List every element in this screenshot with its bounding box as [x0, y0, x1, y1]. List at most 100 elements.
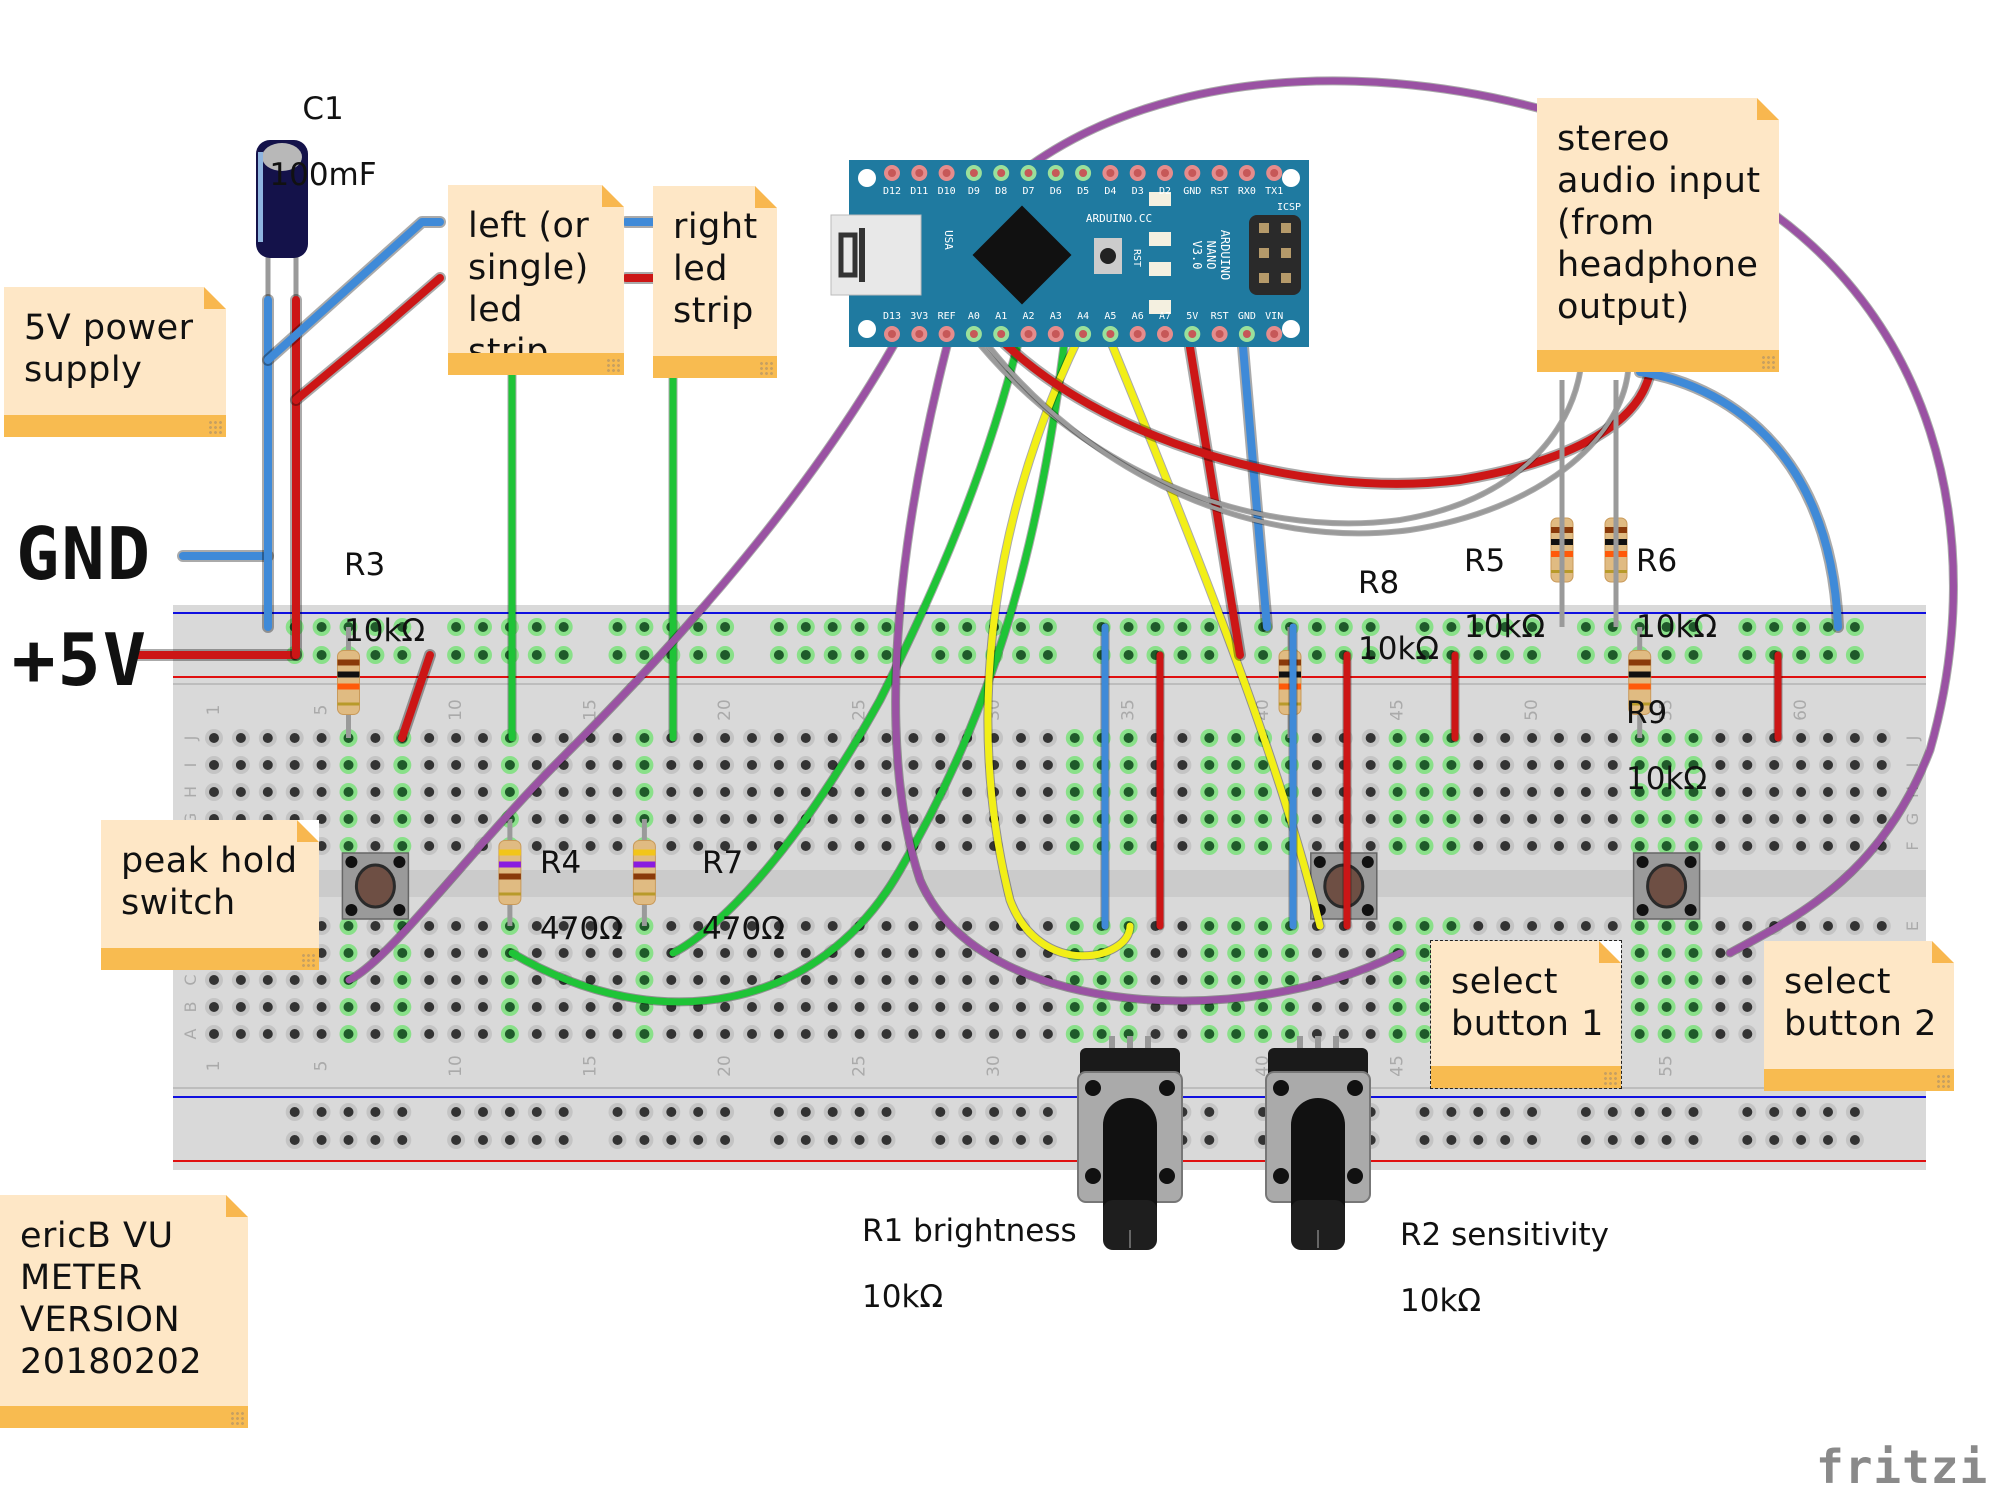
- hole: [1311, 760, 1322, 770]
- hole: [370, 841, 381, 851]
- resize-grip-icon[interactable]: [1936, 1074, 1950, 1088]
- hole: [1661, 622, 1672, 632]
- hole: [558, 1002, 569, 1012]
- hole: [1338, 1002, 1349, 1012]
- note-text: right led strip: [673, 207, 758, 331]
- r1-label: R1 brightness 10kΩ: [862, 1182, 1077, 1347]
- push-button-peak-hold[interactable]: [341, 852, 410, 920]
- note-peak-hold-switch[interactable]: peak hold switch: [101, 820, 319, 970]
- note-left-led-strip[interactable]: left (or single) led strip: [448, 185, 624, 375]
- r3-label: R3 10kΩ: [344, 516, 425, 681]
- hole: [1634, 1135, 1645, 1145]
- hole: [343, 1029, 354, 1039]
- arduino-gnd-wire[interactable]: [1236, 329, 1273, 633]
- hole: [989, 1029, 1000, 1039]
- hole: [1473, 1107, 1484, 1117]
- hole: [1769, 622, 1780, 632]
- hole: [639, 787, 650, 797]
- pin-label-d4: D4: [1104, 186, 1116, 197]
- push-button-select-2[interactable]: [1632, 852, 1701, 920]
- resistor-r9[interactable]: [1628, 627, 1652, 738]
- resize-grip-icon[interactable]: [606, 358, 620, 372]
- arduino-d7-wire[interactable]: [1019, 76, 1958, 958]
- resize-grip-icon[interactable]: [1603, 1071, 1617, 1085]
- resistor-r4[interactable]: [498, 819, 522, 926]
- hole: [1042, 650, 1053, 660]
- resize-grip-icon[interactable]: [759, 361, 773, 375]
- note-select-button-1[interactable]: select button 1: [1430, 940, 1622, 1089]
- hole: [720, 787, 731, 797]
- arduino-a0-wire-2[interactable]: [977, 332, 1631, 537]
- column-number-15: 15: [581, 1055, 601, 1077]
- hole: [639, 1135, 650, 1145]
- audio-gnd-wire[interactable]: [1634, 366, 1844, 633]
- note-stereo-audio-input[interactable]: stereo audio input (from headphone outpu…: [1537, 98, 1779, 372]
- hole: [585, 1029, 596, 1039]
- arduino-d8-wire[interactable]: [891, 165, 1405, 1006]
- potentiometer-r1-knob: [1103, 1200, 1157, 1250]
- arduino-d9-wire[interactable]: [344, 165, 977, 985]
- hole: [1661, 1107, 1672, 1117]
- column-number-25: 25: [850, 1055, 870, 1077]
- potentiometer-r1-screw-hole: [1085, 1080, 1101, 1096]
- hole: [1661, 1135, 1672, 1145]
- potentiometer-r1[interactable]: [1077, 1036, 1183, 1250]
- resistor-r3-band: [337, 671, 360, 678]
- hole: [1392, 921, 1403, 931]
- resistor-r3[interactable]: [337, 627, 360, 738]
- led-left-vcc-wire[interactable]: [290, 272, 446, 406]
- pin-pad: [915, 169, 924, 177]
- hole: [1419, 975, 1430, 985]
- row-letter-h: H: [181, 786, 200, 798]
- potentiometer-r2[interactable]: [1265, 1036, 1371, 1250]
- note-right-led-strip[interactable]: right led strip: [653, 186, 777, 378]
- hole: [1715, 948, 1726, 958]
- hole: [1688, 1107, 1699, 1117]
- row-letter-a: A: [181, 1028, 200, 1039]
- hole: [1742, 1135, 1753, 1145]
- push-button-peak-hold-pin: [393, 904, 406, 916]
- hole: [1661, 948, 1672, 958]
- icsp-pin: [1259, 223, 1269, 233]
- hole: [1446, 760, 1457, 770]
- hole: [800, 975, 811, 985]
- capacitor-c1[interactable]: [256, 140, 308, 300]
- hole: [1554, 787, 1564, 797]
- hole: [935, 733, 946, 743]
- hole: [1661, 1029, 1672, 1039]
- hole: [747, 1029, 757, 1039]
- hole: [1392, 1029, 1403, 1039]
- note-power-supply[interactable]: 5V power supply: [4, 287, 226, 437]
- hole: [1231, 921, 1242, 931]
- hole: [424, 733, 435, 743]
- note-text: select button 2: [1784, 962, 1937, 1044]
- led-left-gnd-wire[interactable]: [262, 216, 446, 366]
- arduino-d6-wire[interactable]: [507, 165, 1085, 1007]
- column-number-10: 10: [446, 699, 466, 721]
- hole: [693, 1135, 704, 1145]
- pin-pad: [1024, 330, 1033, 338]
- hole: [612, 760, 623, 770]
- hole: [1204, 948, 1215, 958]
- resize-grip-icon[interactable]: [208, 420, 222, 434]
- resize-grip-icon[interactable]: [230, 1411, 244, 1425]
- note-version[interactable]: ericB VU METER VERSION 20180202: [0, 1195, 248, 1428]
- r3-jumper-wire[interactable]: [396, 649, 436, 744]
- hole: [424, 814, 435, 824]
- hole: [1258, 814, 1269, 824]
- note-select-button-2[interactable]: select button 2: [1764, 941, 1954, 1091]
- resize-grip-icon[interactable]: [301, 953, 315, 967]
- status-led-pwr: [1149, 262, 1171, 276]
- resize-grip-icon[interactable]: [1761, 355, 1775, 369]
- arduino-5v-wire[interactable]: [1182, 329, 1246, 661]
- hole: [854, 760, 865, 770]
- hole: [397, 1029, 408, 1039]
- hole: [827, 1135, 838, 1145]
- potentiometer-r2-screw-hole: [1347, 1168, 1363, 1184]
- hole: [1392, 975, 1403, 985]
- resistor-r7[interactable]: [632, 819, 656, 926]
- arduino-board-label: V3.0: [1190, 241, 1204, 270]
- hole: [1150, 975, 1161, 985]
- arduino-a4-wire[interactable]: [983, 330, 1135, 961]
